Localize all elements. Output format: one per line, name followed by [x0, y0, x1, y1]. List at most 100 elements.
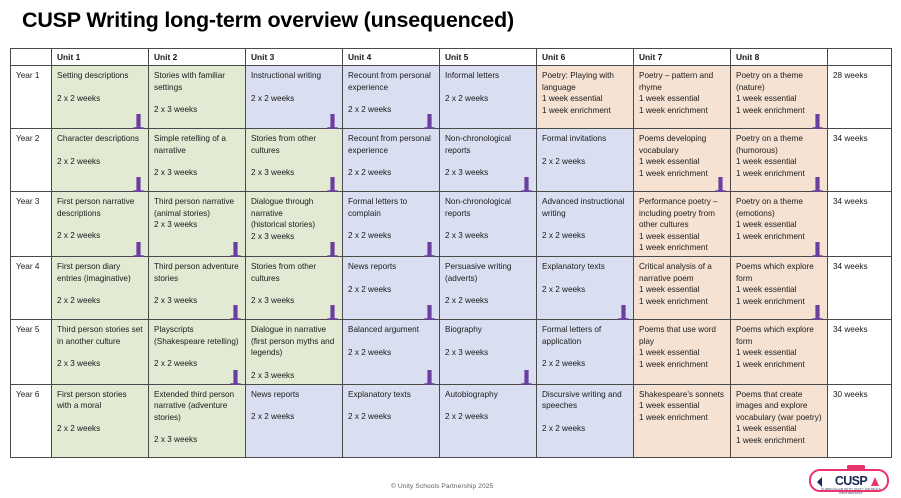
unit-title: Informal letters	[445, 71, 500, 81]
header-unit-6: Unit 6	[536, 47, 634, 67]
unit-duration: 2 x 2 weeks	[57, 423, 101, 433]
unit-title: Dialogue in narrative (first person myth…	[251, 325, 335, 358]
unit-title: Instructional writing	[251, 71, 322, 81]
unit-cell-y3-u8[interactable]: Poetry on a theme (emotions)1 week essen…	[730, 191, 828, 266]
unit-cell-y3-u2[interactable]: Third person narrative(animal stories)2 …	[148, 191, 246, 266]
header-unit-3: Unit 3	[245, 47, 343, 67]
unit-enrichment: 1 week enrichment	[639, 105, 708, 115]
unit-duration: 2 x 2 weeks	[348, 168, 392, 178]
unit-title: Critical analysis of a narrative poem	[639, 262, 712, 283]
unit-title: Poems that use word play	[639, 325, 716, 346]
header-unit-4: Unit 4	[342, 47, 440, 67]
unit-cell-y1-u8[interactable]: Poetry on a theme (nature)1 week essenti…	[730, 65, 828, 138]
logo-outline-shape: CUSP CURRICULUM WITH UNITY SCHOOLS PARTN…	[809, 469, 889, 495]
unit-title: Third person adventure stories	[154, 262, 239, 283]
unit-cell-y6-u8[interactable]: Poems that create images and explore voc…	[730, 384, 828, 459]
unit-duration: 2 x 3 weeks	[57, 359, 101, 369]
unit-duration: 2 x 2 weeks	[57, 156, 101, 166]
unit-cell-y5-u7[interactable]: Poems that use word play 1 week essential…	[633, 319, 731, 386]
unit-enrichment: 1 week enrichment	[736, 168, 805, 178]
unit-title: First person narrative descriptions	[57, 197, 135, 218]
unit-cell-y3-u7[interactable]: Performance poetry – including poetry fr…	[633, 191, 731, 258]
unit-enrichment: 1 week enrichment	[639, 168, 708, 178]
year-total-weeks-5: 34 weeks	[827, 319, 892, 386]
unit-duration: 2 x 2 weeks	[445, 296, 489, 306]
unit-duration: 2 x 3 weeks	[445, 231, 489, 241]
unit-title: Autobiography	[445, 390, 498, 400]
year-total-weeks-6: 30 weeks	[827, 384, 892, 459]
unit-cell-y3-u3[interactable]: Dialogue through narrative(historical st…	[245, 191, 343, 266]
unit-title: Recount from personal experience	[348, 71, 431, 92]
header-year-col	[10, 47, 52, 67]
unit-cell-y5-u3[interactable]: Dialogue in narrative (first person myth…	[245, 319, 343, 386]
unit-cell-y6-u5[interactable]: Autobiography 2 x 2 weeks	[439, 384, 537, 459]
unit-title: Formal letters of application	[542, 325, 602, 346]
unit-title: News reports	[348, 262, 397, 272]
unit-essential: 1 week essential	[639, 348, 700, 358]
unit-cell-y5-u1[interactable]: Third person stories set in another cult…	[51, 319, 149, 386]
unit-cell-y4-u5[interactable]: Persuasive writing (adverts)2 x 2 weeks	[439, 256, 537, 321]
year-label-4: Year 4	[10, 256, 52, 321]
unit-cell-y3-u1[interactable]: First person narrative descriptions 2 x 2…	[51, 191, 149, 266]
unit-duration: 2 x 2 weeks	[57, 231, 101, 241]
header-unit-1: Unit 1	[51, 47, 149, 67]
unit-cell-y2-u8[interactable]: Poetry on a theme (humorous)1 week essen…	[730, 128, 828, 201]
unit-duration: 2 x 2 weeks	[445, 412, 489, 422]
unit-title: Poetry: Playing with language	[542, 71, 614, 92]
unit-duration: 2 x 3 weeks	[154, 105, 198, 115]
unit-cell-y6-u2[interactable]: Extended third person narrative (adventu…	[148, 384, 246, 459]
unit-title: Third person stories set in another cult…	[57, 325, 143, 346]
unit-title: Playscripts (Shakespeare retelling)	[154, 325, 239, 346]
unit-duration: 2 x 2 weeks	[542, 284, 586, 294]
year-total-weeks-1: 28 weeks	[827, 65, 892, 130]
unit-cell-y5-u2[interactable]: Playscripts (Shakespeare retelling)2 x 2…	[148, 319, 246, 393]
unit-title: Stories from other cultures	[251, 262, 317, 283]
unit-duration: 2 x 2 weeks	[348, 347, 392, 357]
unit-cell-y4-u1[interactable]: First person diary entries (imaginative)…	[51, 256, 149, 321]
unit-enrichment: 1 week enrichment	[736, 359, 805, 369]
header-unit-5: Unit 5	[439, 47, 537, 67]
unit-enrichment: 1 week enrichment	[736, 435, 805, 445]
